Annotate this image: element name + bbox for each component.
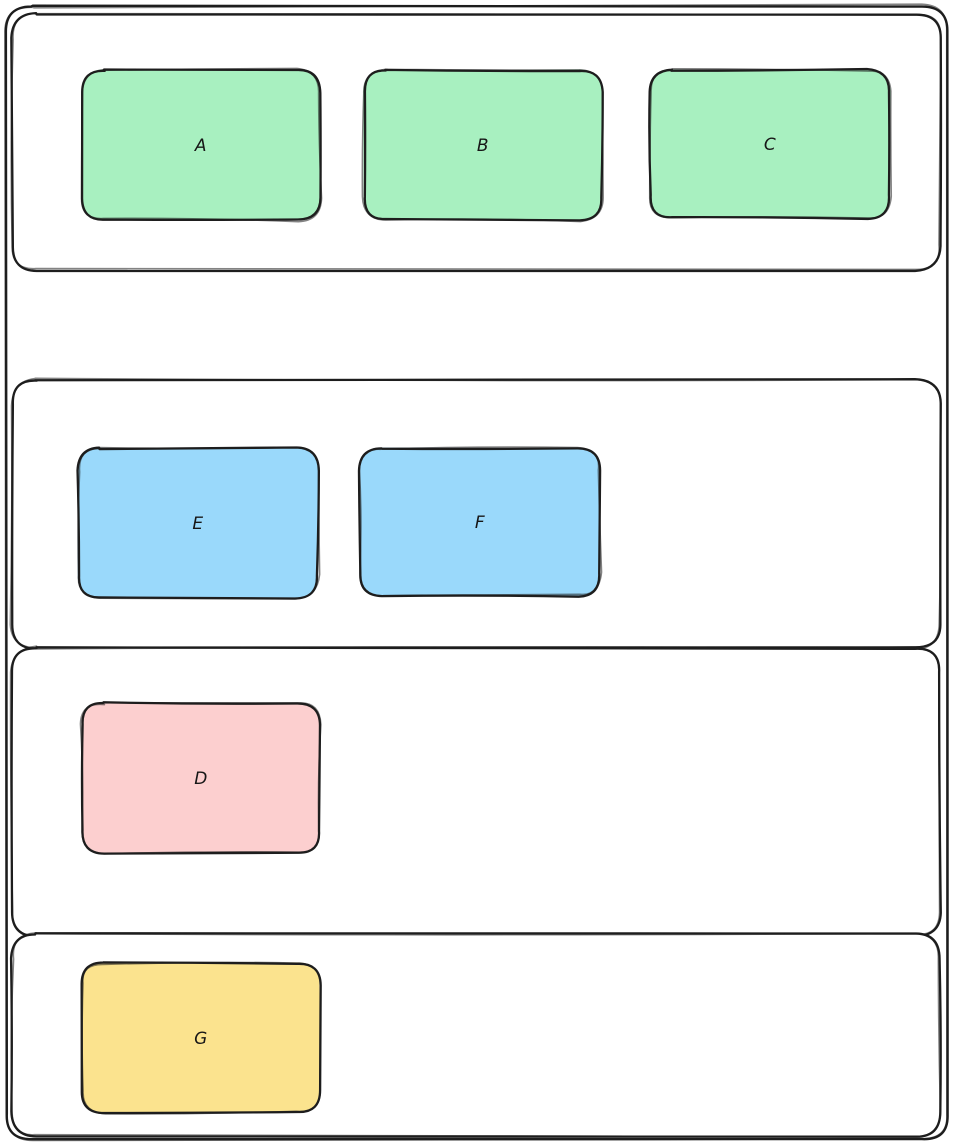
node-box-c-fill: [649, 69, 891, 219]
node-box-f-fill: [359, 447, 601, 597]
outer-frame-stroke-pass-2: [4, 3, 949, 1142]
node-box-b-fill: [363, 69, 603, 220]
node-box-a-fill: [82, 69, 321, 221]
node-box-e-fill: [77, 447, 319, 599]
node-box-d-stroke-pass-2: [79, 701, 322, 855]
node-box-f-stroke-pass-2: [358, 446, 603, 597]
node-box-c[interactable]: [648, 67, 891, 221]
node-box-c-stroke-pass-2: [648, 68, 893, 219]
node-box-a-stroke-pass-2: [80, 67, 323, 223]
group-container-1-stroke-pass-2: [10, 12, 942, 271]
group-container-4-stroke-pass-2: [10, 932, 942, 1138]
node-box-e-stroke-pass-2: [77, 446, 321, 600]
node-box-g-fill: [81, 962, 320, 1114]
node-box-b[interactable]: [363, 68, 604, 222]
node-box-b-stroke-pass-2: [361, 68, 604, 223]
node-box-d-fill: [81, 702, 321, 854]
node-box-g-stroke-pass-2: [81, 961, 322, 1115]
